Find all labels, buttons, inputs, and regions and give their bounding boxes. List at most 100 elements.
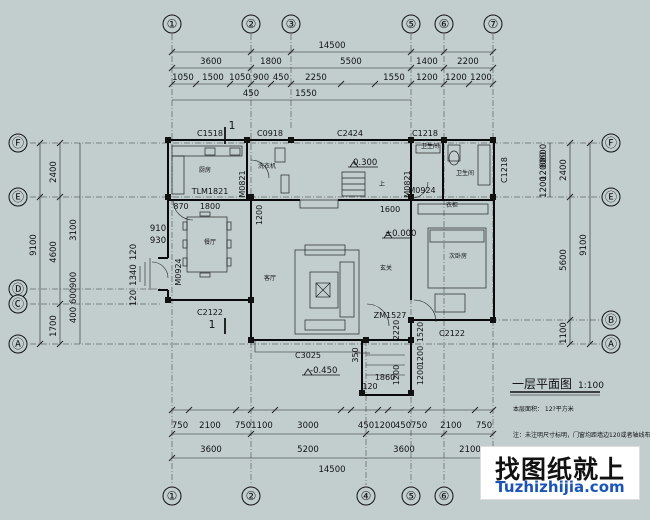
dim-bottom-total: 14500 (318, 465, 345, 475)
walls (158, 139, 495, 396)
dim-right: 1200 (539, 159, 549, 181)
axis-label-left: Ⓕ (12, 136, 24, 150)
room-label-bedroom: 次卧房 (449, 252, 467, 260)
dim-left: 930 (150, 236, 166, 246)
drawing-title: 一层平面图 (512, 377, 572, 391)
dim-bottom: 750 (235, 421, 251, 431)
axis-label-bottom: ④ (361, 489, 372, 503)
room-label-bath: 卫生间 (456, 169, 474, 177)
doors (151, 159, 437, 354)
dim-bottom: 5200 (297, 445, 319, 455)
room-label-living: 客厅 (264, 274, 276, 282)
dim-top: 3600 (200, 57, 222, 67)
window-code: C1218 (500, 157, 509, 183)
axis-label-left: Ⓒ (12, 297, 24, 311)
dim-bottom: 450 (395, 421, 411, 431)
axis-label-bottom: ⑥ (439, 489, 450, 503)
axis-label-bottom: ⑤ (406, 489, 417, 503)
vertical-dimension-texts: 9100 2400 3100 4600 1700 910 930 120 134… (29, 144, 589, 344)
section-mark-labels: 1 1 (209, 119, 236, 331)
dim-left: 1340 (129, 264, 139, 286)
misc-dimensions: 350 120 1860 1200 1200 2220 1520 1200 18… (173, 202, 425, 391)
watermark-chinese: 找图纸就上 (494, 455, 625, 484)
dim-right: 9100 (579, 234, 589, 256)
misc-dim: 1520 (416, 322, 425, 342)
axis-label-left: Ⓔ (12, 190, 24, 204)
axis-labels: ① ② ③ ⑤ ⑥ ⑦ ① ② ④ ⑤ ⑥ Ⓕ Ⓔ Ⓓ Ⓒ Ⓐ Ⓕ Ⓔ Ⓑ Ⓐ (12, 17, 617, 503)
dim-right: 1100 (559, 322, 569, 344)
dim-left: 2400 (49, 161, 59, 183)
axis-label-top: ⑦ (488, 17, 499, 31)
watermark-box[interactable]: 找图纸就上 Tuzhizhijia.com (480, 446, 640, 500)
window-code: M0821 (238, 170, 247, 197)
dim-right: 600 (539, 152, 549, 168)
dim-top: 900 (253, 73, 269, 83)
dim-left: 910 (150, 224, 166, 234)
room-label-bath2: 卫生间 (421, 142, 439, 150)
room-label-laundry: 洗衣机 (258, 162, 276, 170)
dim-top: 1400 (416, 57, 438, 67)
axis-label-right: Ⓑ (605, 313, 617, 327)
window-code: C2122 (439, 329, 465, 338)
dim-bottom: 2100 (459, 445, 481, 455)
section-mark: 1 (209, 318, 216, 331)
axis-label-bottom: ① (167, 489, 178, 503)
furniture (171, 144, 491, 335)
dim-top: 1200 (445, 73, 467, 83)
misc-dim: 1200 (416, 346, 425, 366)
drawing-title-block: 一层平面图 1:100 本层面积： 12?平方米 注：未注明尺寸标明，门窗均距墙… (510, 377, 650, 439)
axis-label-right: Ⓔ (605, 190, 617, 204)
dim-top-total: 14500 (318, 41, 345, 51)
dim-left: 1700 (49, 315, 59, 337)
window-code: C1518 (197, 129, 223, 138)
dim-left: 600 (69, 288, 79, 304)
dim-bottom: 2100 (199, 421, 221, 431)
dim-bottom: 750 (476, 421, 492, 431)
dim-bottom: 750 (411, 421, 427, 431)
dim-left: 120 (129, 290, 139, 306)
window-code: M0924 (408, 186, 435, 195)
dim-right: 600 (539, 144, 549, 160)
dim-top: 1550 (295, 89, 317, 99)
axis-bubbles (8, 14, 621, 506)
axis-label-top: ③ (286, 17, 297, 31)
dim-top: 1550 (383, 73, 405, 83)
drawing-note: 本层面积： 12?平方米 (513, 405, 574, 413)
dim-bottom: 3000 (297, 421, 319, 431)
misc-dim: 1200 (255, 205, 264, 225)
window-code: C2122 (197, 308, 223, 317)
window-code: M0924 (174, 258, 183, 285)
elevation-mark: -0.450 (310, 366, 337, 376)
axis-label-bottom: ② (246, 489, 257, 503)
axis-label-top: ⑥ (439, 17, 450, 31)
dim-top: 1050 (172, 73, 194, 83)
dim-top: 5500 (340, 57, 362, 67)
dim-bottom: 450 (358, 421, 374, 431)
dim-left: 3100 (69, 219, 79, 241)
dim-top: 450 (243, 89, 259, 99)
room-label-foyer: 玄关 (380, 264, 392, 272)
dim-bottom: 750 (172, 421, 188, 431)
axis-label-right: Ⓕ (605, 136, 617, 150)
dim-bottom: 1100 (251, 421, 273, 431)
section-mark: 1 (229, 119, 236, 132)
watermark-url[interactable]: Tuzhizhijia.com (495, 478, 625, 496)
elevation-symbols (302, 160, 412, 376)
dim-left: 9100 (29, 234, 39, 256)
room-label-wardrobe: 衣柜 (446, 201, 458, 209)
misc-dim: 1200 (392, 365, 401, 385)
window-code: C1218 (412, 129, 438, 138)
misc-dim: 120 (362, 382, 377, 391)
misc-dim: 1860 (375, 373, 395, 382)
room-labels: 厨房 餐厅 客厅 洗衣机 上 卫生间 衣柜 次卧房 玄关 卫生间 (199, 142, 474, 282)
dim-bottom: 2100 (440, 421, 462, 431)
dim-top: 450 (273, 73, 289, 83)
misc-dim: 2220 (392, 320, 401, 340)
window-codes: C1518 C0918 C2424 C1218 C1218 C2122 C212… (174, 129, 509, 360)
dim-top: 1800 (260, 57, 282, 67)
dim-top: 1050 (229, 73, 251, 83)
dim-top: 2250 (305, 73, 327, 83)
elevation-mark: 0.300 (353, 158, 377, 168)
elevation-mark: ±0.000 (385, 229, 416, 239)
